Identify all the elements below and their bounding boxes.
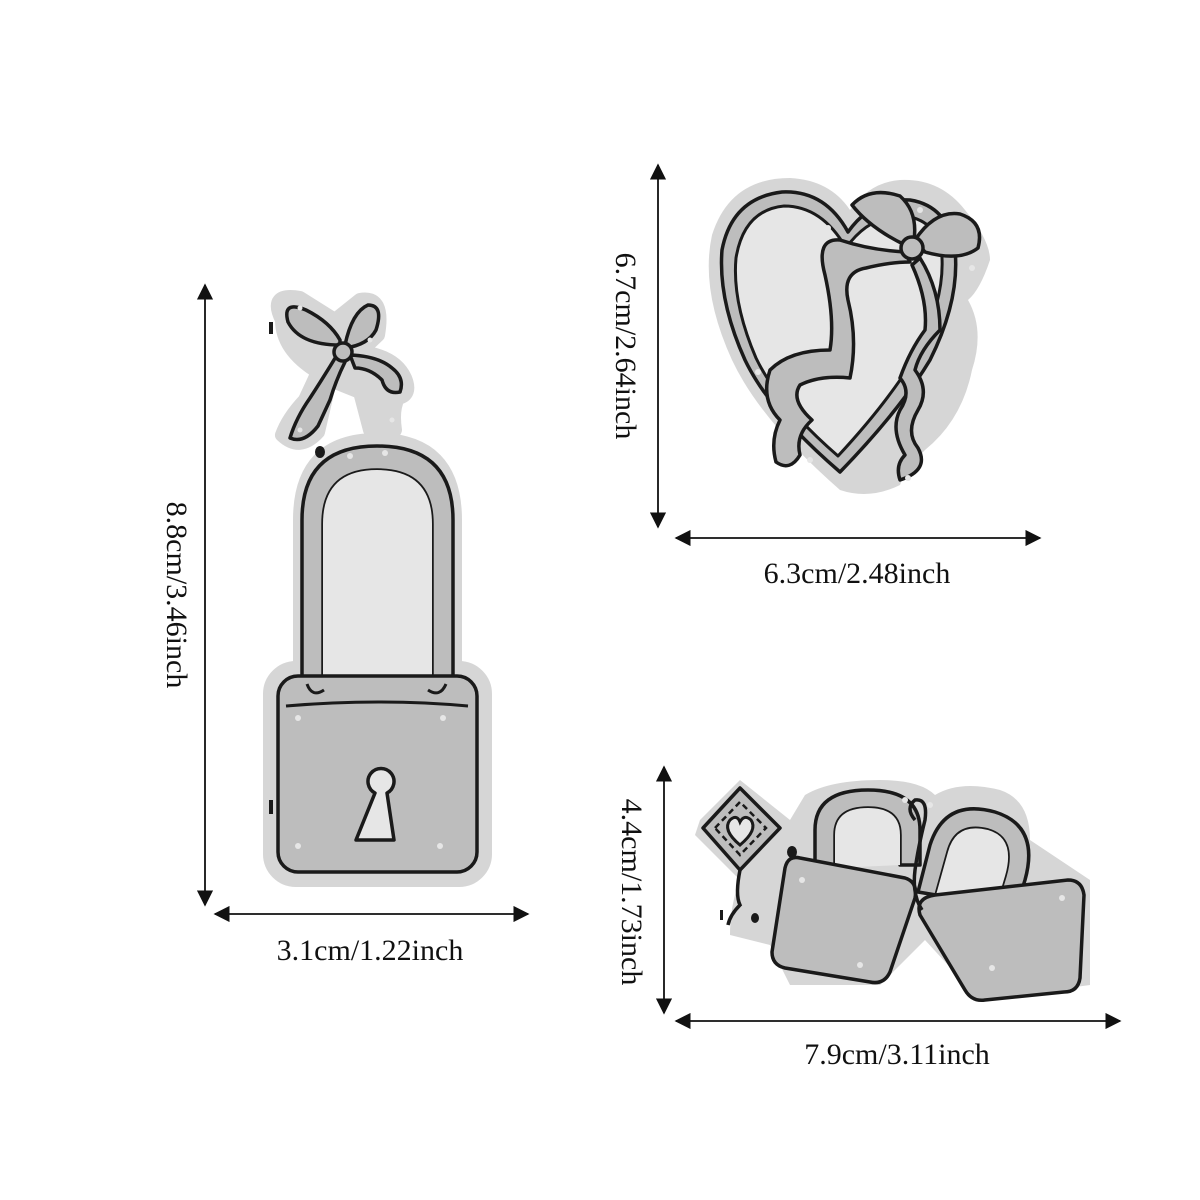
heart-height-label: 6.7cm/2.64inch (609, 252, 642, 440)
heart-width-label: 6.3cm/2.48inch (763, 557, 951, 590)
padlock-bow-die (263, 290, 492, 887)
double-padlock-height-label: 4.4cm/1.73inch (615, 798, 648, 986)
double-padlock-die (695, 780, 1090, 1003)
bow-icon (285, 303, 404, 442)
padlock-height-label: 8.8cm/3.46inch (160, 501, 193, 689)
keyhole-icon (354, 766, 396, 842)
heart-tag-icon (701, 786, 797, 926)
ribbon-icon (764, 190, 982, 482)
heart-ribbon-die (708, 178, 990, 494)
double-padlock-width-label: 7.9cm/3.11inch (804, 1038, 990, 1071)
padlock-width-label: 3.1cm/1.22inch (276, 934, 464, 967)
